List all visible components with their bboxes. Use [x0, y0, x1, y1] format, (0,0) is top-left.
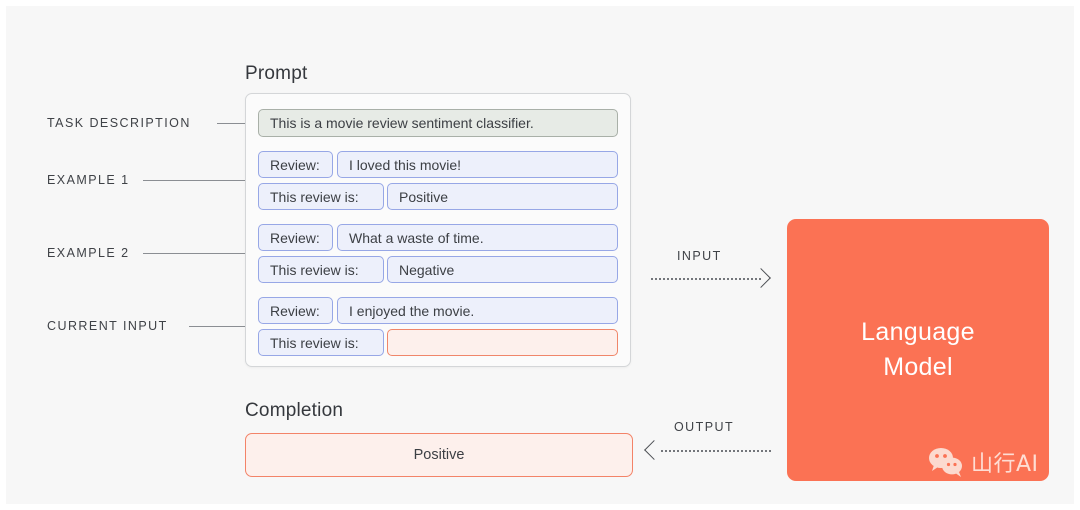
example-1-answer-label: This review is: [258, 183, 384, 210]
language-model-block: Language Model [787, 219, 1049, 481]
current-input-answer-blank[interactable] [387, 329, 618, 356]
example-2-answer-label: This review is: [258, 256, 384, 283]
example-2-review-text: What a waste of time. [337, 224, 618, 251]
output-arrow-label: OUTPUT [674, 420, 735, 434]
output-arrow-line [661, 450, 771, 452]
side-label-task-description: TASK DESCRIPTION [47, 116, 191, 130]
example-1-answer-text: Positive [387, 183, 618, 210]
prompt-title: Prompt [245, 63, 308, 84]
side-label-current-input: CURRENT INPUT [47, 319, 168, 333]
task-description-box: This is a movie review sentiment classif… [258, 109, 618, 137]
completion-title: Completion [245, 400, 344, 421]
input-arrow-head [751, 268, 771, 288]
example-1-review-text: I loved this movie! [337, 151, 618, 178]
example-1-review-label: Review: [258, 151, 333, 178]
wechat-icon [929, 448, 962, 477]
input-arrow-label: INPUT [677, 249, 722, 263]
side-label-example-2: EXAMPLE 2 [47, 246, 130, 260]
current-input-answer-label: This review is: [258, 329, 384, 356]
connector-line-task-description [217, 123, 263, 124]
completion-value-box: Positive [245, 433, 633, 477]
watermark-text: 山行AI [971, 452, 1039, 477]
current-input-review-label: Review: [258, 297, 333, 324]
output-arrow-head [644, 440, 664, 460]
language-model-line-1: Language [861, 317, 975, 346]
watermark: 山行AI [928, 446, 1039, 478]
language-model-line-2: Model [883, 353, 953, 381]
connector-line-example-1 [143, 180, 263, 181]
connector-line-example-2 [143, 253, 263, 254]
example-2-review-label: Review: [258, 224, 333, 251]
connector-line-current-input [189, 326, 263, 327]
example-2-answer-text: Negative [387, 256, 618, 283]
diagram-canvas: TASK DESCRIPTION EXAMPLE 1 EXAMPLE 2 CUR… [6, 6, 1074, 504]
input-arrow-line [651, 278, 761, 280]
current-input-review-text: I enjoyed the movie. [337, 297, 618, 324]
side-label-example-1: EXAMPLE 1 [47, 173, 130, 187]
